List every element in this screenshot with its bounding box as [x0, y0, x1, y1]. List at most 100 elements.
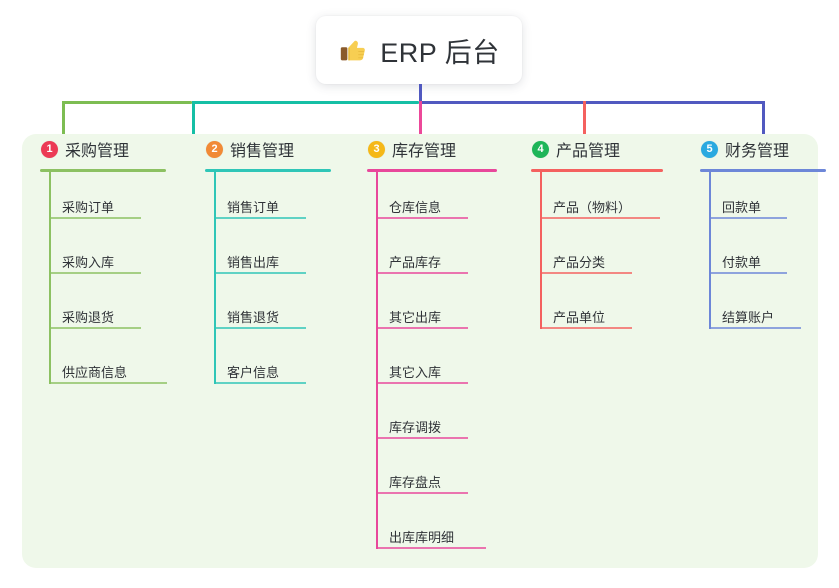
- column-spine-purchase: [49, 172, 51, 384]
- root-stem-connector: [419, 84, 422, 103]
- bar-segment-blue: [419, 101, 764, 104]
- list-item-label: 销售出库: [227, 255, 280, 270]
- list-item[interactable]: 销售订单: [205, 172, 333, 227]
- list-item-rule: [709, 272, 787, 274]
- list-item-label: 供应商信息: [62, 365, 128, 380]
- list-item-label: 产品（物料）: [553, 200, 632, 215]
- list-item[interactable]: 产品（物料）: [531, 172, 665, 227]
- list-item[interactable]: 其它出库: [367, 282, 499, 337]
- list-item[interactable]: 其它入库: [367, 337, 499, 392]
- column-header-rule-finance: [700, 169, 826, 172]
- column-spine-sales: [214, 172, 216, 384]
- list-item-label: 产品分类: [553, 255, 606, 270]
- list-item-label: 结算账户: [722, 310, 775, 325]
- drop-inventory: [419, 101, 422, 143]
- column-items-sales: 销售订单销售出库销售退货客户信息: [205, 172, 333, 392]
- list-item-label: 回款单: [722, 200, 762, 215]
- list-item-rule: [376, 217, 468, 219]
- list-item-rule: [49, 217, 141, 219]
- list-item[interactable]: 产品单位: [531, 282, 665, 337]
- drop-product: [583, 101, 586, 143]
- column-title-inventory: 库存管理: [392, 143, 457, 160]
- column-items-purchase: 采购订单采购入库采购退货供应商信息: [40, 172, 168, 392]
- column-finance: 5 财务管理回款单付款单结算账户: [700, 134, 828, 337]
- list-item-rule: [49, 272, 141, 274]
- column-badge-finance: 5: [701, 140, 718, 158]
- list-item[interactable]: 出库库明细: [367, 502, 499, 557]
- list-item-rule: [49, 327, 141, 329]
- list-item[interactable]: 采购入库: [40, 227, 168, 282]
- column-inventory: 3 库存管理仓库信息产品库存其它出库其它入库库存调拨库存盘点出库库明细: [367, 134, 499, 557]
- root-title: ERP 后台: [380, 37, 500, 68]
- list-item[interactable]: 产品分类: [531, 227, 665, 282]
- column-items-inventory: 仓库信息产品库存其它出库其它入库库存调拨库存盘点出库库明细: [367, 172, 499, 557]
- list-item[interactable]: 采购退货: [40, 282, 168, 337]
- column-title-finance: 财务管理: [725, 143, 790, 160]
- list-item-rule: [214, 382, 306, 384]
- column-title-product: 产品管理: [556, 143, 621, 160]
- list-item[interactable]: 客户信息: [205, 337, 333, 392]
- list-item-rule: [376, 272, 468, 274]
- list-item-rule: [540, 327, 632, 329]
- list-item-label: 销售退货: [227, 310, 280, 325]
- list-item[interactable]: 供应商信息: [40, 337, 168, 392]
- list-item[interactable]: 结算账户: [700, 282, 828, 337]
- column-header-rule-product: [531, 169, 663, 172]
- column-items-finance: 回款单付款单结算账户: [700, 172, 828, 337]
- list-item-rule: [214, 272, 306, 274]
- column-header-product[interactable]: 4 产品管理: [531, 134, 665, 164]
- drop-sales: [192, 101, 195, 143]
- thumbs-up-icon: [338, 35, 368, 65]
- list-item-label: 采购退货: [62, 310, 115, 325]
- list-item-label: 产品库存: [389, 255, 442, 270]
- list-item-rule: [214, 217, 306, 219]
- list-item-label: 库存调拨: [389, 420, 442, 435]
- list-item-rule: [376, 327, 468, 329]
- column-spine-inventory: [376, 172, 378, 549]
- list-item-label: 仓库信息: [389, 200, 442, 215]
- list-item-rule: [540, 272, 632, 274]
- column-badge-sales: 2: [206, 140, 223, 158]
- list-item-label: 采购订单: [62, 200, 115, 215]
- column-header-rule-sales: [205, 169, 331, 172]
- column-header-finance[interactable]: 5 财务管理: [700, 134, 828, 164]
- list-item[interactable]: 采购订单: [40, 172, 168, 227]
- column-items-product: 产品（物料） 产品分类产品单位: [531, 172, 665, 337]
- column-title-purchase: 采购管理: [65, 143, 130, 160]
- column-header-rule-inventory: [367, 169, 497, 172]
- column-header-inventory[interactable]: 3 库存管理: [367, 134, 499, 164]
- list-item-label: 库存盘点: [389, 475, 442, 490]
- root-node[interactable]: ERP 后台: [316, 16, 522, 84]
- list-item-rule: [709, 217, 787, 219]
- list-item[interactable]: 回款单: [700, 172, 828, 227]
- list-item-rule: [540, 217, 660, 219]
- list-item[interactable]: 销售出库: [205, 227, 333, 282]
- list-item-rule: [376, 547, 486, 549]
- column-spine-finance: [709, 172, 711, 329]
- list-item-label: 付款单: [722, 255, 762, 270]
- column-spine-product: [540, 172, 542, 329]
- list-item-rule: [376, 382, 468, 384]
- column-badge-product: 4: [532, 140, 549, 158]
- list-item[interactable]: 产品库存: [367, 227, 499, 282]
- list-item-label: 其它入库: [389, 365, 442, 380]
- list-item[interactable]: 付款单: [700, 227, 828, 282]
- list-item-rule: [214, 327, 306, 329]
- list-item-label: 客户信息: [227, 365, 280, 380]
- bar-segment-teal: [192, 101, 419, 104]
- column-badge-inventory: 3: [368, 140, 385, 158]
- list-item[interactable]: 库存盘点: [367, 447, 499, 502]
- list-item-label: 出库库明细: [389, 530, 455, 545]
- list-item-label: 销售订单: [227, 200, 280, 215]
- drop-finance: [762, 101, 765, 143]
- list-item-label: 采购入库: [62, 255, 115, 270]
- list-item[interactable]: 销售退货: [205, 282, 333, 337]
- list-item[interactable]: 库存调拨: [367, 392, 499, 447]
- list-item[interactable]: 仓库信息: [367, 172, 499, 227]
